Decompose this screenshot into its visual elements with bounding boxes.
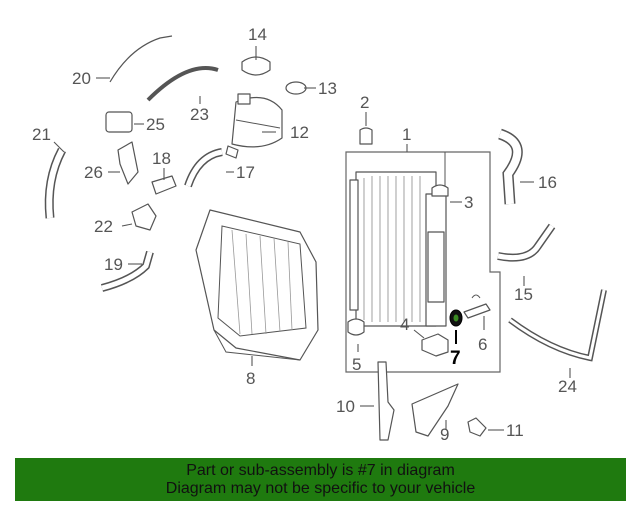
callout-6: 6 — [478, 335, 487, 354]
hose-20 — [109, 35, 173, 83]
mount-bushing — [347, 318, 365, 336]
callout-26: 26 — [84, 163, 103, 182]
callout-7-highlighted: 7 — [450, 348, 461, 369]
radiator-cap — [431, 184, 449, 197]
bracket-26 — [117, 141, 139, 185]
bracket — [421, 333, 449, 357]
small-cap — [285, 81, 307, 95]
callout-5: 5 — [352, 355, 361, 374]
callout-13: 13 — [318, 79, 337, 98]
callout-9: 9 — [440, 425, 449, 444]
callout-14: 14 — [248, 25, 267, 44]
callout-15: 15 — [514, 285, 533, 304]
callout-20: 20 — [72, 69, 91, 88]
callout-1: 1 — [402, 125, 411, 144]
callout-3: 3 — [464, 193, 473, 212]
callout-25: 25 — [146, 115, 165, 134]
coolant-reservoir — [225, 93, 283, 159]
leader-lines — [53, 46, 571, 431]
callout-19: 19 — [104, 255, 123, 274]
banner-line-1: Part or sub-assembly is #7 in diagram — [186, 461, 455, 479]
deflector-9 — [411, 383, 459, 437]
drain-plug — [463, 303, 491, 319]
callout-8: 8 — [246, 369, 255, 388]
callout-24: 24 — [558, 377, 577, 396]
hose-23 — [146, 66, 219, 102]
callout-21: 21 — [32, 125, 51, 144]
info-banner: Part or sub-assembly is #7 in diagram Di… — [15, 458, 626, 501]
clip-11 — [467, 417, 487, 437]
reservoir-cap — [241, 56, 271, 76]
callout-2: 2 — [360, 93, 369, 112]
callout-11: 11 — [506, 421, 524, 440]
bracket-10 — [377, 361, 395, 441]
clip — [359, 127, 373, 145]
callout-10: 10 — [336, 397, 355, 416]
fitting-18 — [151, 175, 177, 195]
banner-line-2: Diagram may not be specific to your vehi… — [165, 479, 476, 497]
callout-numbers: 1 2 3 4 5 6 7 8 9 10 11 12 13 14 15 16 1… — [32, 25, 577, 444]
radiator-assembly-box — [345, 151, 501, 373]
callout-22: 22 — [94, 217, 113, 236]
sensor-25 — [105, 111, 133, 133]
fitting-22 — [131, 203, 157, 231]
callout-12: 12 — [290, 123, 309, 142]
fan-shroud — [195, 209, 319, 361]
callout-4: 4 — [400, 315, 409, 334]
callout-16: 16 — [538, 173, 557, 192]
callout-23: 23 — [190, 105, 209, 124]
callout-18: 18 — [152, 149, 171, 168]
callout-17: 17 — [236, 163, 255, 182]
info-banner-background — [15, 458, 626, 501]
